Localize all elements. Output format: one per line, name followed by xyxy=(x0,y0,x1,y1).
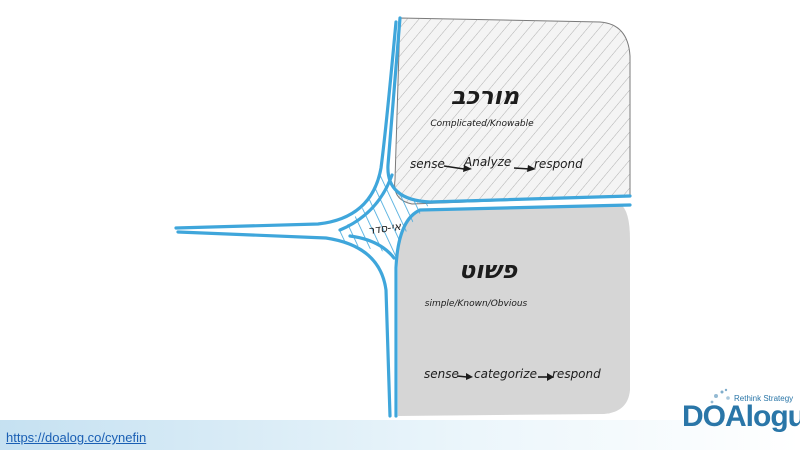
complicated-hatching xyxy=(394,18,630,204)
arrow-icon xyxy=(527,165,536,172)
simple-step-sense: sense xyxy=(424,367,459,381)
footer-band xyxy=(0,420,800,450)
doalogue-logo: Rethink Strategy DOAlogue xyxy=(676,386,800,446)
domain-boundaries xyxy=(174,16,632,418)
logo-tagline: Rethink Strategy xyxy=(734,394,794,403)
arrow-icon xyxy=(513,167,531,170)
arrow-icon xyxy=(547,373,554,381)
simple-title: פשוט xyxy=(459,256,519,284)
arrow-icon xyxy=(443,165,465,170)
disorder-label: אי-סדר xyxy=(367,220,402,238)
complicated-subtitle: Complicated/Knowable xyxy=(430,119,534,129)
simple-step-categorize: categorize xyxy=(474,367,537,381)
simple-subtitle: simple/Known/Obvious xyxy=(425,299,528,309)
simple-step-respond: respond xyxy=(552,367,601,381)
logo-wordmark: DOAlogue xyxy=(682,400,800,433)
complicated-step-respond: respond xyxy=(534,157,583,171)
arrow-icon xyxy=(456,375,468,378)
complicated-title: מורכב xyxy=(451,82,520,110)
simple-panel xyxy=(398,204,630,416)
complicated-step-analyze: Analyze xyxy=(463,155,511,169)
footer-link[interactable]: https://doalog.co/cynefin xyxy=(6,430,147,445)
complicated-step-sense: sense xyxy=(410,157,445,171)
disorder-region xyxy=(330,168,430,262)
arrow-icon xyxy=(463,165,472,172)
logo-dots-icon xyxy=(710,388,730,404)
arrow-icon xyxy=(466,373,473,380)
